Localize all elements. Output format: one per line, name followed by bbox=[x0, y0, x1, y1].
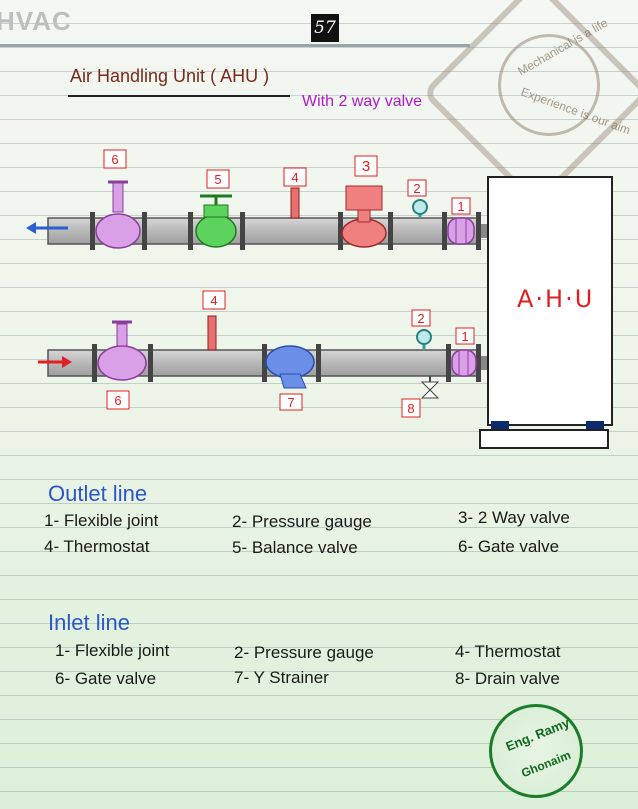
outlet-flexible-joint bbox=[447, 217, 475, 245]
inlet-flanges bbox=[92, 344, 481, 382]
outlet-legend-item: 1- Flexible joint bbox=[44, 511, 159, 530]
outlet-tag-3-box bbox=[354, 155, 378, 177]
inlet-thermostat bbox=[207, 315, 217, 351]
outlet-tag-6-box bbox=[103, 149, 127, 169]
ahu-foot-left bbox=[491, 421, 509, 430]
ahu-label: A·H·U bbox=[517, 285, 595, 313]
header-rule bbox=[0, 44, 470, 47]
inlet-flexible-joint bbox=[451, 349, 477, 377]
page-subtitle: With 2 way valve bbox=[302, 93, 423, 110]
outlet-tag-1: 1 bbox=[457, 199, 464, 214]
inlet-tag-4: 4 bbox=[210, 293, 217, 308]
inlet-tag-8: 8 bbox=[407, 401, 414, 416]
outlet-thermostat bbox=[290, 187, 300, 219]
outlet-pressure-gauge bbox=[412, 199, 428, 218]
inlet-tag-2-box bbox=[411, 309, 431, 327]
outlet-tag-1-box bbox=[451, 197, 471, 215]
inlet-tag-4-box bbox=[202, 290, 226, 310]
brand-label: HVAC bbox=[0, 6, 72, 36]
outlet-legend-item: 4- Thermostat bbox=[44, 537, 150, 556]
outlet-tag-3: 3 bbox=[362, 158, 370, 175]
inlet-legend-item: 4- Thermostat bbox=[455, 642, 561, 661]
outlet-tag-4: 4 bbox=[291, 170, 298, 185]
outlet-flanges bbox=[90, 212, 481, 250]
ahu-piping-diagram: 6 5 4 3 2 1 bbox=[26, 149, 488, 418]
outlet-flow-arrow-head bbox=[26, 222, 36, 234]
inlet-tag-6-box bbox=[106, 390, 130, 410]
outlet-tag-6: 6 bbox=[111, 152, 118, 167]
ahu-unit bbox=[487, 176, 613, 426]
inlet-drain-valve bbox=[420, 376, 440, 399]
author-logo: Eng. Ramy Ghonaim bbox=[489, 704, 583, 798]
inlet-flow-arrow-head bbox=[62, 356, 72, 368]
inlet-legend-item: 8- Drain valve bbox=[455, 669, 560, 688]
outlet-tag-2: 2 bbox=[413, 181, 420, 196]
inlet-legend-item: 6- Gate valve bbox=[55, 669, 157, 688]
inlet-tag-1: 1 bbox=[461, 329, 468, 344]
inlet-tag-2: 2 bbox=[417, 311, 424, 326]
outlet-legend-item: 5- Balance valve bbox=[232, 538, 358, 557]
inlet-gate-valve bbox=[97, 320, 147, 381]
outlet-pipe-connector bbox=[478, 224, 488, 238]
ahu-base bbox=[479, 429, 609, 449]
inlet-legend-item: 7- Y Strainer bbox=[234, 668, 329, 687]
outlet-tag-5: 5 bbox=[214, 172, 221, 187]
inlet-y-strainer bbox=[265, 345, 315, 389]
author-logo-line2: Ghonaim bbox=[519, 747, 573, 781]
watermark-seal-ring bbox=[498, 34, 600, 136]
outlet-tag-4-box bbox=[283, 167, 307, 187]
outlet-legend-item: 3- 2 Way valve bbox=[458, 508, 570, 527]
inlet-tag-8-box bbox=[401, 398, 421, 418]
outlet-balance-valve bbox=[195, 194, 237, 248]
page-number: 57 bbox=[311, 14, 339, 42]
inlet-pressure-gauge bbox=[416, 329, 432, 350]
inlet-legend-item: 1- Flexible joint bbox=[55, 641, 170, 660]
outlet-tag-2-box bbox=[407, 179, 427, 197]
inlet-legend-item: 2- Pressure gauge bbox=[234, 643, 374, 662]
title-underline bbox=[68, 95, 290, 97]
inlet-legend-heading: Inlet line bbox=[48, 610, 130, 635]
author-logo-line1: Eng. Ramy bbox=[503, 714, 572, 755]
inlet-tag-1-box bbox=[455, 327, 475, 345]
outlet-gate-valve bbox=[95, 180, 141, 249]
inlet-pipe-connector bbox=[478, 356, 488, 370]
outlet-legend-heading: Outlet line bbox=[48, 481, 148, 506]
page-title: Air Handling Unit ( AHU ) bbox=[70, 66, 270, 86]
outlet-legend-item: 2- Pressure gauge bbox=[232, 512, 372, 531]
outlet-two-way-valve bbox=[341, 185, 387, 248]
outlet-legend-item: 6- Gate valve bbox=[458, 537, 560, 556]
inlet-tag-6: 6 bbox=[114, 393, 121, 408]
outlet-tag-5-box bbox=[206, 169, 230, 189]
inlet-tag-7-box bbox=[279, 393, 303, 411]
inlet-tag-7: 7 bbox=[287, 395, 294, 410]
ahu-foot-right bbox=[586, 421, 604, 430]
